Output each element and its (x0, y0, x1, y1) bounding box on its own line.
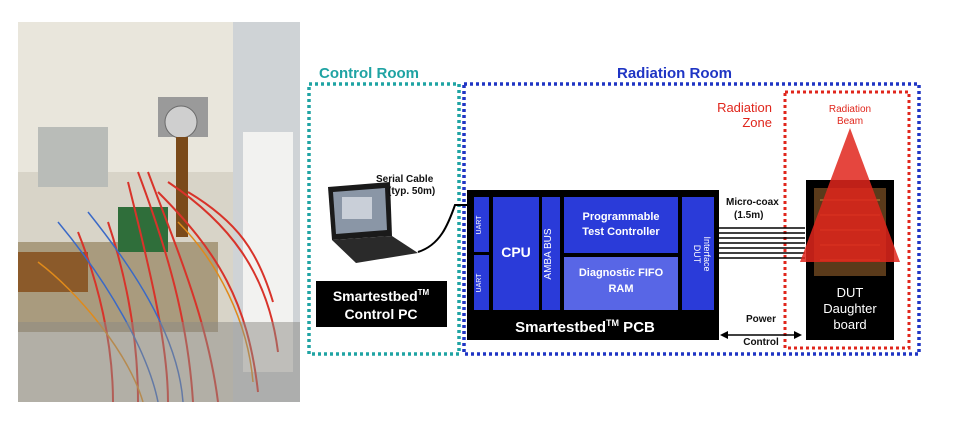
power-arrow-right (794, 331, 802, 339)
radiation-zone-label-line1: Radiation (717, 100, 772, 115)
dut-interface-label-line1: DUT (692, 245, 702, 264)
uart-top-label: UART (476, 215, 483, 235)
amba-bus-label: AMBA BUS (543, 228, 554, 279)
dut-board-label-line1: DUT (837, 285, 864, 300)
radiation-room-box (462, 82, 921, 356)
cpu-label: CPU (501, 244, 531, 260)
pcb-label: SmartestbedTM PCB (515, 318, 655, 336)
micro-coax-label-line2: (1.5m) (734, 210, 763, 221)
test-controller-label-line1: Programmable (582, 211, 659, 223)
control-pc-box (316, 281, 447, 327)
radiation-beam-label-line1: Radiation (829, 104, 871, 115)
uart-bottom-label: UART (476, 273, 483, 293)
fifo-ram-block (564, 257, 678, 310)
uart-top-block (474, 197, 489, 252)
laptop-icon (328, 182, 418, 263)
uart-bottom-block (474, 255, 489, 310)
radiation-room-label: Radiation Room (617, 65, 732, 82)
dut-board-label-line3: board (833, 317, 866, 332)
radiation-zone-box (783, 90, 911, 350)
control-room-box (307, 82, 461, 356)
serial-cable-label-line2: (typ. 50m) (388, 186, 435, 197)
photo-floor (18, 322, 300, 402)
amba-bus-block (542, 197, 560, 310)
radiation-beam-cone (800, 128, 900, 262)
fifo-ram-label-line1: Diagnostic FIFO (579, 267, 664, 279)
power-arrow-left (720, 331, 728, 339)
radiation-zone-label-line2: Zone (742, 115, 772, 130)
dut-interface-block (682, 197, 714, 310)
control-pc-label-line2: Control PC (344, 306, 417, 322)
fifo-ram-label-line2: RAM (608, 283, 633, 295)
serial-cable-label-line1: Serial Cable (376, 174, 434, 185)
micro-coax-label-line1: Micro-coax (726, 197, 779, 208)
radiation-beam-label-line2: Beam (837, 116, 863, 127)
cpu-block (493, 197, 539, 310)
lab-testbed-photo (18, 22, 300, 402)
dut-interface-label-line2: Interface (702, 236, 712, 271)
control-pc-label-line1: SmartestbedTM (333, 288, 430, 304)
control-room-label: Control Room (319, 65, 419, 82)
serial-cable (417, 204, 472, 253)
test-controller-label-line2: Test Controller (582, 226, 660, 238)
photo-glass-blocks (38, 127, 108, 187)
photo-board-left (18, 252, 88, 292)
dut-board-label-line2: Daughter (823, 301, 877, 316)
control-label: Control (743, 337, 779, 348)
power-label: Power (746, 314, 776, 325)
test-controller-block (564, 197, 678, 253)
micro-coax-bundle (719, 227, 805, 259)
photo-stand (176, 137, 188, 237)
